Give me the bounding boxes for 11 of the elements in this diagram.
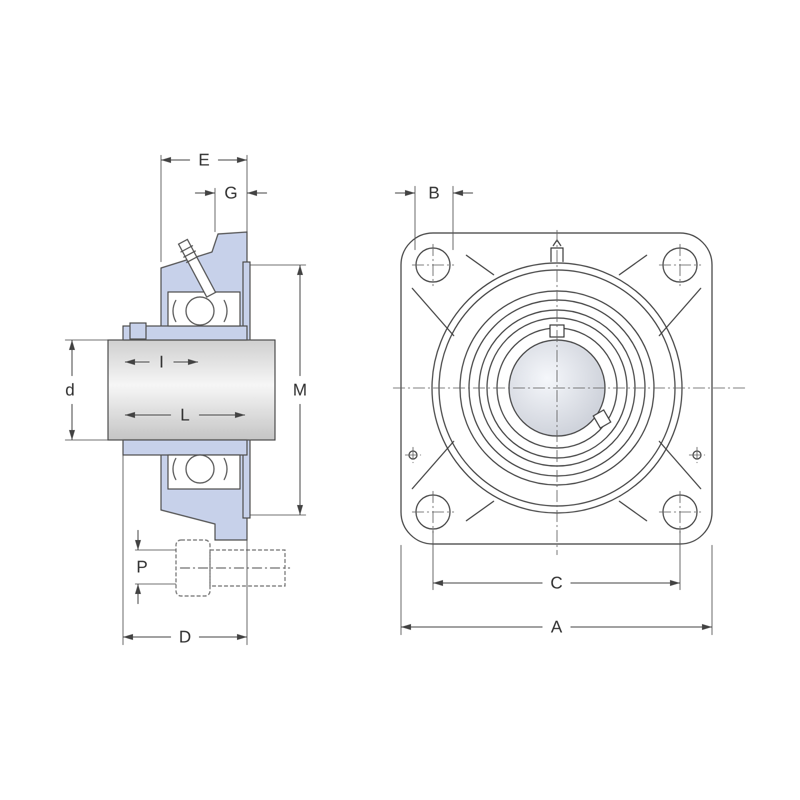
dimension-label: G — [224, 184, 238, 202]
dimension-label: I — [159, 354, 164, 370]
dimension-label: P — [136, 558, 148, 576]
dimension-label: d — [65, 382, 75, 398]
dimension-label: D — [178, 628, 192, 646]
dimension-label: E — [198, 152, 210, 168]
dimension-label: M — [292, 382, 308, 398]
dimension-label: C — [550, 574, 563, 592]
dimension-label: B — [428, 184, 440, 202]
dimension-label: L — [180, 406, 190, 424]
dimension-label: A — [550, 618, 562, 636]
